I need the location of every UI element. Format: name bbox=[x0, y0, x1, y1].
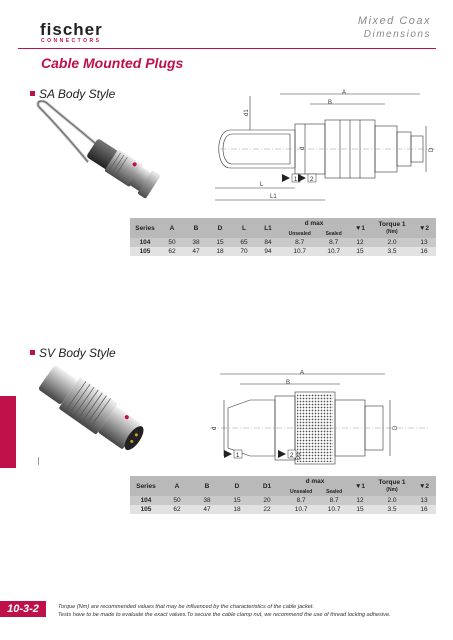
section-title-sa: SA Body Style bbox=[39, 87, 116, 101]
wrench-marker-2: 2 bbox=[278, 449, 297, 459]
footnote: Torque (Nm) are recommended values that … bbox=[58, 603, 443, 619]
wrench-marker-1: 1 bbox=[224, 449, 243, 459]
sa-dimension-drawing: A B L L1 d1 d D 1 2 bbox=[215, 90, 435, 201]
wrench-marker-2: 2 bbox=[298, 173, 317, 183]
header-torque: Torque 1(Nm) bbox=[372, 476, 412, 496]
header-series: Series bbox=[130, 218, 160, 238]
label-D: D bbox=[393, 425, 399, 430]
label-b: B bbox=[286, 380, 290, 386]
section-title-sv: SV Body Style bbox=[39, 346, 116, 360]
logo-text: fischer bbox=[40, 20, 103, 39]
wrench-1-label: 1 bbox=[236, 453, 240, 459]
header-series: Series bbox=[130, 476, 162, 496]
header-dmax: d max bbox=[282, 476, 348, 487]
header-b: B bbox=[184, 218, 208, 238]
header-torque: Torque 1(Nm) bbox=[372, 218, 412, 238]
label-l1: L1 bbox=[270, 194, 277, 200]
sa-plug-photo bbox=[36, 100, 161, 199]
side-tab-marker bbox=[0, 396, 16, 468]
divider-tick bbox=[38, 457, 39, 465]
bullet-icon bbox=[30, 350, 35, 356]
wrench-icon: ▼ bbox=[354, 482, 362, 490]
header-a: A bbox=[160, 218, 184, 238]
label-D: D bbox=[429, 147, 435, 152]
footnote-line-2: Tests have to be made to evaluate the ex… bbox=[58, 612, 391, 618]
footnote-line-1: Torque (Nm) are recommended values that … bbox=[58, 604, 314, 610]
category-title: Mixed Coax bbox=[357, 15, 431, 27]
header-a: A bbox=[162, 476, 192, 496]
sv-plug-photo bbox=[38, 365, 144, 451]
header-d: D bbox=[222, 476, 252, 496]
page-number: 10-3-2 bbox=[0, 601, 46, 617]
header-divider bbox=[18, 48, 436, 49]
logo-subtext: CONNECTORS bbox=[41, 38, 102, 44]
header-wrench-2: ▼2 bbox=[412, 218, 436, 238]
label-a: A bbox=[342, 90, 346, 96]
header-unsealed: Unsealed bbox=[282, 487, 321, 496]
header-wrench-2: ▼2 bbox=[412, 476, 436, 496]
page-title: Cable Mounted Plugs bbox=[41, 55, 184, 71]
wrench-2-label: 2 bbox=[290, 453, 294, 459]
header-l1: L1 bbox=[256, 218, 280, 238]
header-wrench-1: ▼1 bbox=[348, 476, 372, 496]
section-heading-sa: SA Body Style bbox=[30, 87, 115, 101]
header-l: L bbox=[232, 218, 256, 238]
wrench-icon: ▼ bbox=[418, 224, 426, 232]
label-d1: d1 bbox=[244, 109, 250, 116]
wrench-1-label: 1 bbox=[294, 177, 298, 183]
label-d: d bbox=[212, 427, 218, 430]
label-a: A bbox=[300, 370, 304, 376]
header-sealed: Sealed bbox=[319, 229, 348, 238]
label-b: B bbox=[328, 100, 332, 106]
sa-dimension-table: Series A B D L L1 d max ▼1 Torque 1(Nm) … bbox=[130, 218, 436, 256]
sv-dimension-table: Series A B D D1 d max ▼1 Torque 1(Nm) ▼2… bbox=[130, 476, 436, 514]
label-l: L bbox=[260, 182, 264, 188]
section-heading-sv: SV Body Style bbox=[30, 346, 116, 360]
wrench-icon: ▼ bbox=[418, 482, 426, 490]
bullet-icon bbox=[30, 91, 35, 97]
header-dmax: d max bbox=[280, 218, 348, 229]
wrench-marker-1: 1 bbox=[282, 173, 301, 183]
header-unsealed: Unsealed bbox=[280, 229, 320, 238]
header-sealed: Sealed bbox=[320, 487, 348, 496]
sv-dimension-drawing: A B d D1 D 1 2 bbox=[210, 370, 430, 465]
header-b: B bbox=[192, 476, 222, 496]
label-d1: D1 bbox=[296, 452, 302, 460]
wrench-2-label: 2 bbox=[310, 177, 314, 183]
header-d1: D1 bbox=[252, 476, 282, 496]
header-d: D bbox=[208, 218, 232, 238]
header-wrench-1: ▼1 bbox=[348, 218, 372, 238]
category-subtitle: Dimensions bbox=[363, 29, 431, 40]
label-d: d bbox=[300, 147, 306, 150]
wrench-icon: ▼ bbox=[354, 224, 362, 232]
